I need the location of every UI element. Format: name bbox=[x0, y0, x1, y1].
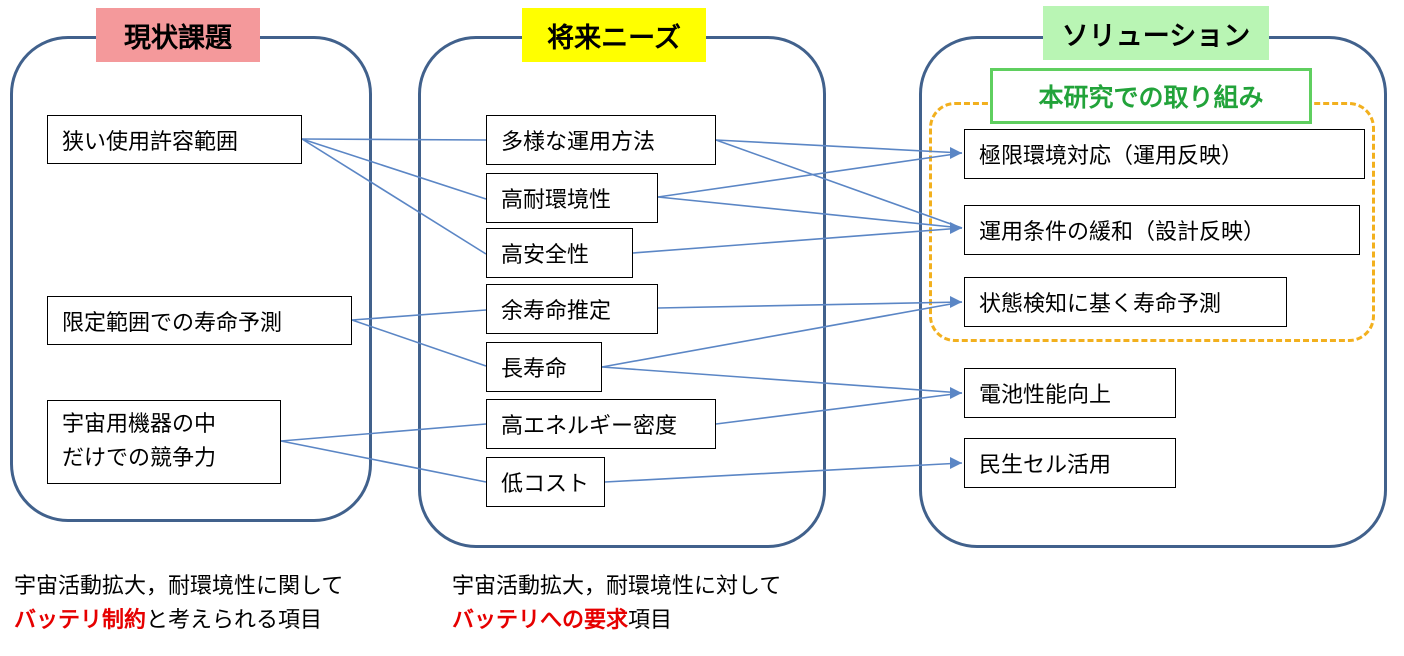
note-right-emphasis: バッテリへの要求 bbox=[452, 608, 629, 633]
note-right: 宇宙活動拡大，耐環境性に対して バッテリへの要求項目 bbox=[452, 570, 781, 638]
need-remaining-life-estimation: 余寿命推定 bbox=[486, 284, 658, 334]
research-group-title: 本研究での取り組み bbox=[990, 68, 1312, 124]
need-high-environment-resistance: 高耐環境性 bbox=[486, 173, 658, 223]
note-right-line1: 宇宙活動拡大，耐環境性に対して bbox=[452, 574, 782, 599]
note-left-rest: と考えられる項目 bbox=[146, 608, 323, 633]
issue-space-only-competitiveness: 宇宙用機器の中 だけでの競争力 bbox=[47, 400, 281, 484]
need-diverse-operation: 多様な運用方法 bbox=[486, 115, 716, 165]
solution-battery-performance: 電池性能向上 bbox=[964, 368, 1176, 418]
need-high-energy-density: 高エネルギー密度 bbox=[486, 399, 716, 449]
note-left-line2: バッテリ制約と考えられる項目 bbox=[14, 604, 343, 638]
note-left-emphasis: バッテリ制約 bbox=[14, 608, 147, 633]
solution-consumer-cells: 民生セル活用 bbox=[964, 438, 1176, 488]
need-long-life: 長寿命 bbox=[486, 342, 602, 392]
need-high-safety: 高安全性 bbox=[486, 228, 633, 278]
need-low-cost: 低コスト bbox=[486, 457, 605, 507]
solution-state-detection-life-prediction: 状態検知に基く寿命予測 bbox=[964, 277, 1287, 327]
solution-relaxed-conditions: 運用条件の緩和（設計反映） bbox=[964, 205, 1360, 255]
needs-header: 将来ニーズ bbox=[522, 8, 706, 62]
issue-limited-life-prediction: 限定範囲での寿命予測 bbox=[47, 296, 352, 345]
issue-space-only-competitiveness-text: 宇宙用機器の中 だけでの競争力 bbox=[62, 412, 217, 471]
solutions-header: ソリューション bbox=[1043, 6, 1269, 60]
note-left: 宇宙活動拡大，耐環境性に関して バッテリ制約と考えられる項目 bbox=[14, 570, 343, 638]
note-right-line2: バッテリへの要求項目 bbox=[452, 604, 781, 638]
solution-extreme-environment: 極限環境対応（運用反映） bbox=[964, 129, 1365, 179]
issues-header: 現状課題 bbox=[96, 8, 260, 62]
note-left-line1: 宇宙活動拡大，耐環境性に関して bbox=[14, 574, 344, 599]
issue-narrow-range: 狭い使用許容範囲 bbox=[47, 115, 302, 164]
note-right-rest: 項目 bbox=[628, 608, 673, 633]
